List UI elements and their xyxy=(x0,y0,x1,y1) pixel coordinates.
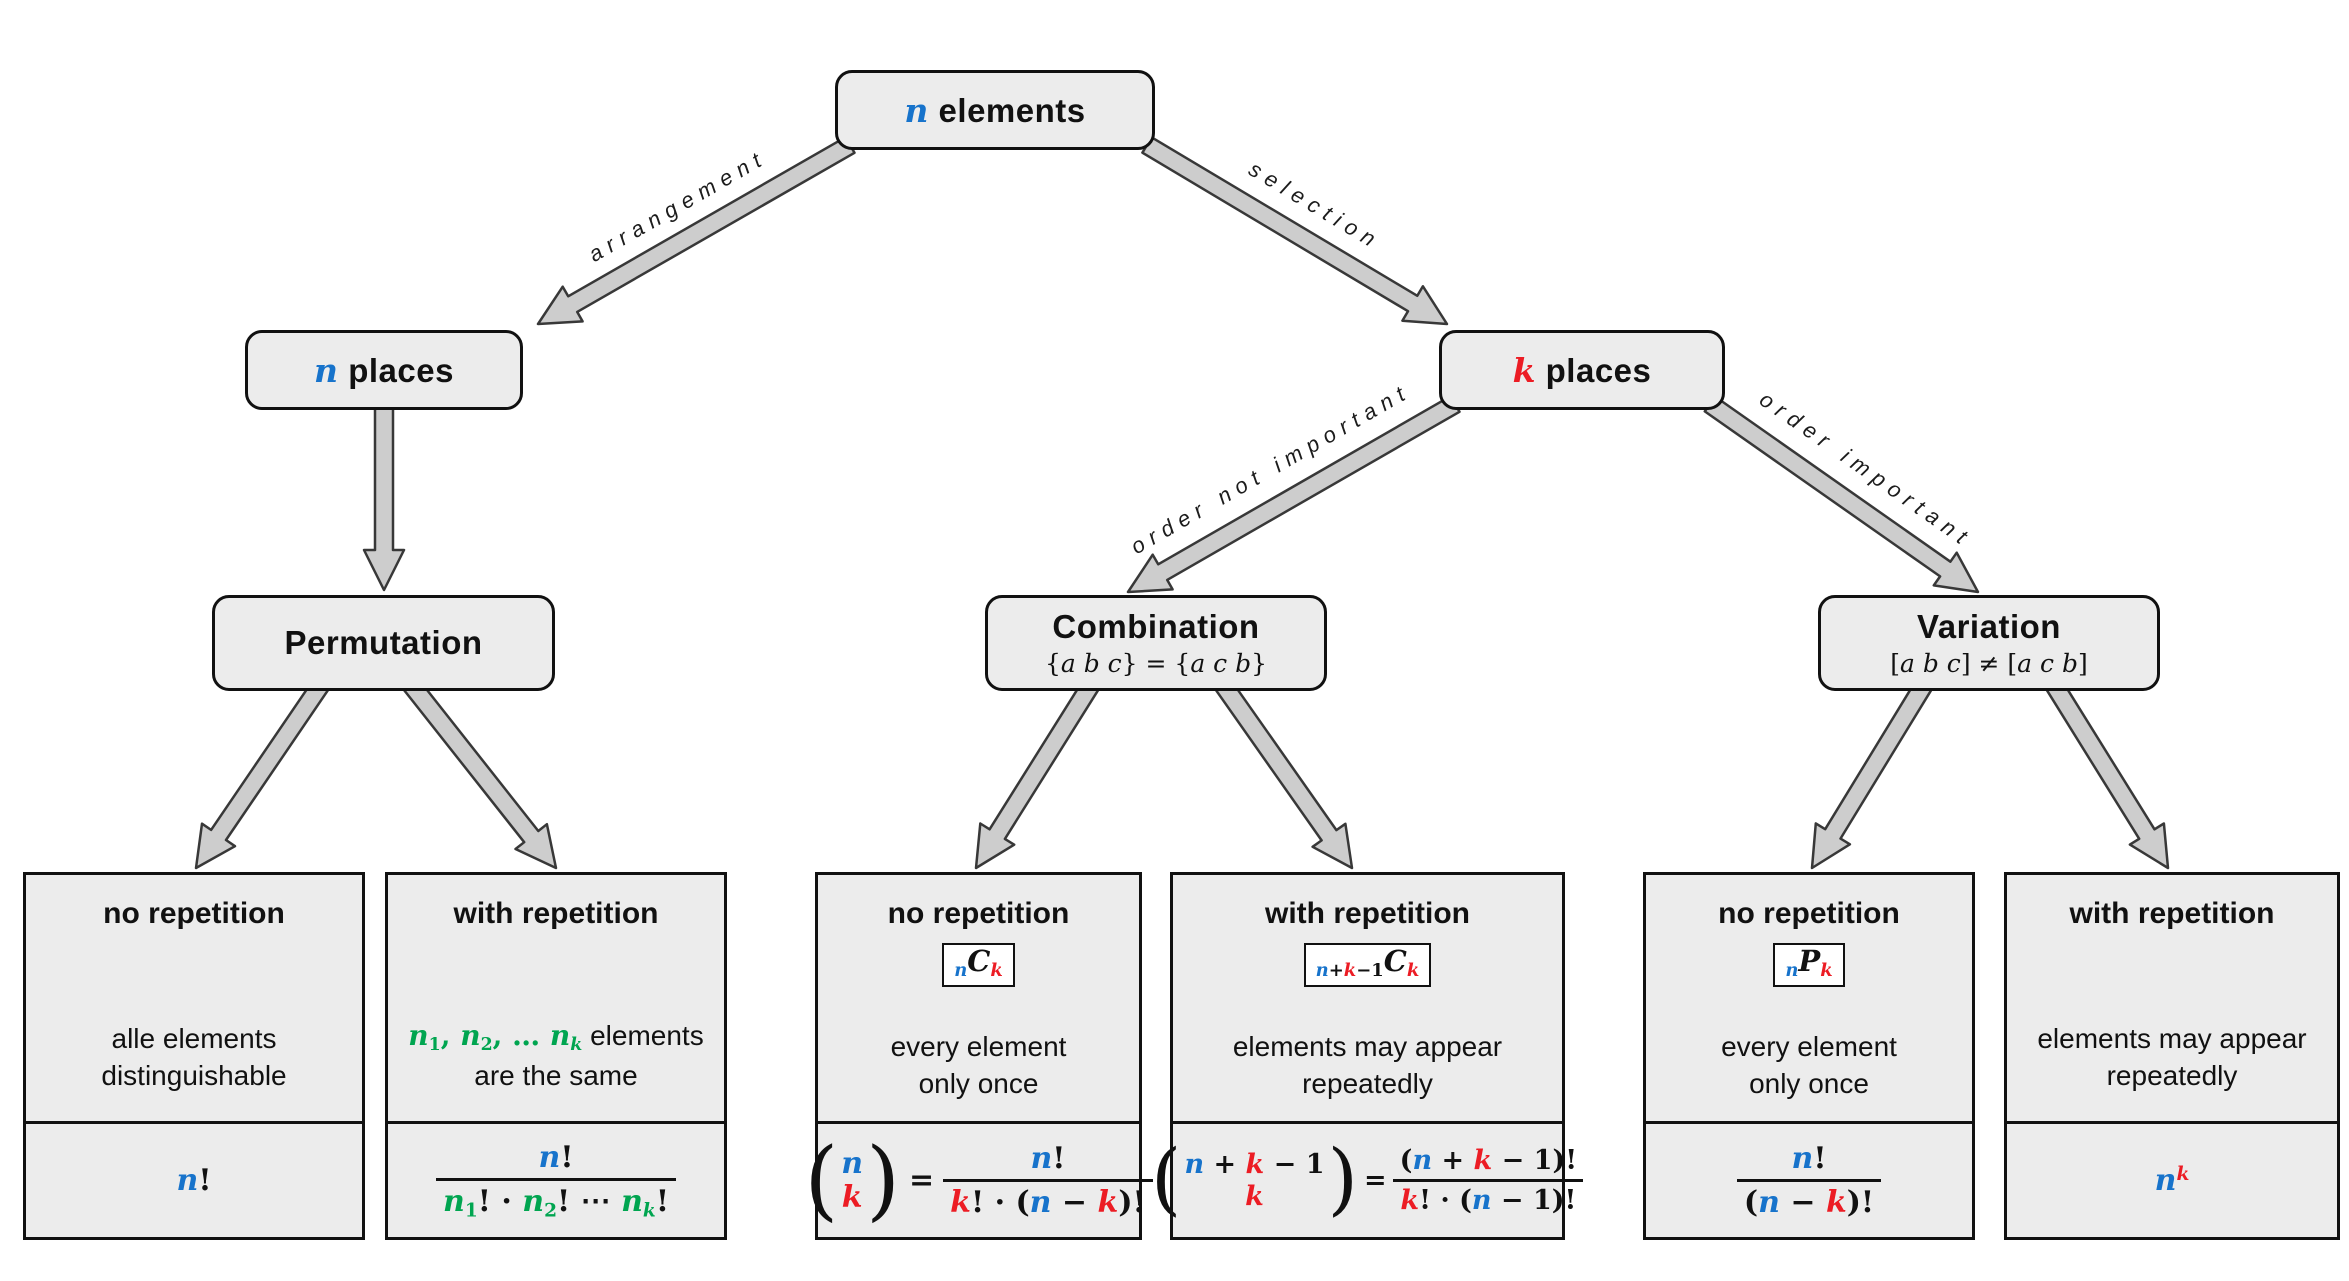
card-permutation-no-repetition: no repetition alle elements distinguisha… xyxy=(23,872,365,1240)
card-description: n1, n2, … nk elements are the same xyxy=(408,1017,703,1095)
node-permutation: Permutation xyxy=(212,595,555,691)
card-description: alle elements distinguishable xyxy=(101,1020,286,1095)
fraction-numerator: n! xyxy=(1030,1141,1066,1176)
formula-n-power-k: nk xyxy=(2007,1121,2337,1237)
arrow-n-elements-to-k-places xyxy=(1141,136,1449,326)
node-variation-label: Variation xyxy=(1917,607,2061,645)
card-title: no repetition xyxy=(887,897,1070,930)
binomial-top: n + k − 1 xyxy=(1184,1149,1325,1181)
formula: nk xyxy=(2154,1163,2190,1198)
notation-badge-nPk: nPk xyxy=(1773,943,1845,987)
arrow-n-elements-to-n-places xyxy=(536,135,856,326)
binomial-top: n xyxy=(841,1145,864,1181)
fraction-denominator: k! · (n − 1)! xyxy=(1393,1179,1584,1216)
card-variation-with-repetition: with repetition elements may appear repe… xyxy=(2004,872,2340,1240)
description-line: n1, n2, … nk elements xyxy=(408,1019,704,1056)
node-combination-label: Combination xyxy=(1052,607,1260,645)
binomial-bottom: k xyxy=(1245,1180,1264,1212)
description-line: are the same xyxy=(474,1060,638,1092)
arrow-variation-to-no-repetition xyxy=(1810,677,1934,870)
card-description: every element only once xyxy=(891,1028,1067,1103)
arrow-combination-to-no-repetition xyxy=(974,676,1101,870)
card-description: elements may appear repeatedly xyxy=(1233,1028,1502,1103)
description-line: only once xyxy=(1749,1068,1869,1100)
node-variation-example: [a b c] ≠ [a c b] xyxy=(1890,648,2088,678)
node-k-places-label: k places xyxy=(1512,350,1652,390)
node-combination: Combination {a b c} = {a c b} xyxy=(985,595,1327,691)
card-combination-with-repetition: with repetition n+k−1Ck elements may app… xyxy=(1151,872,1584,1240)
arrow-variation-to-with-repetition xyxy=(2044,676,2170,870)
description-line: every element xyxy=(1721,1030,1897,1062)
node-n-elements: n elements xyxy=(835,70,1155,150)
description-line: every element xyxy=(890,1030,1067,1062)
card-variation-no-repetition: no repetition nPk every element only onc… xyxy=(1643,872,1975,1240)
fraction: n! k! · (n − k)! xyxy=(943,1141,1153,1220)
description-line: repeatedly xyxy=(1302,1068,1433,1100)
binomial-coefficient: ( n k ) xyxy=(804,1127,901,1230)
equals-sign: = xyxy=(909,1163,935,1198)
arrow-permutation-to-with-repetition xyxy=(401,676,558,870)
formula-binomial-with-repetition: ( n + k − 1 k ) = (n + k − 1)! k! · (n −… xyxy=(1151,1121,1584,1237)
card-title: with repetition xyxy=(2069,897,2275,930)
fraction-numerator: n! xyxy=(1791,1141,1827,1176)
card-title: with repetition xyxy=(1265,897,1470,930)
description-line: repeatedly xyxy=(2106,1060,2238,1092)
node-k-places: k places xyxy=(1439,330,1725,410)
card-description: every element only once xyxy=(1721,1028,1897,1103)
fraction-numerator: n! xyxy=(538,1139,574,1175)
node-variation: Variation [a b c] ≠ [a c b] xyxy=(1818,595,2160,691)
fraction-numerator: (n + k − 1)! xyxy=(1399,1145,1578,1176)
binomial-bottom: k xyxy=(841,1179,863,1215)
notation-badge-n-plus-k-minus-1-Ck: n+k−1Ck xyxy=(1303,943,1432,987)
arrow-k-places-to-variation xyxy=(1703,395,1980,594)
arrow-permutation-to-no-repetition xyxy=(194,676,331,870)
card-title: no repetition xyxy=(1718,897,1900,930)
card-title: no repetition xyxy=(103,897,285,930)
node-combination-example: {a b c} = {a c b} xyxy=(1044,648,1268,678)
description-line: elements may appear xyxy=(1232,1030,1503,1062)
description-line: distinguishable xyxy=(101,1060,287,1092)
equals-sign: = xyxy=(1364,1165,1387,1196)
fraction-denominator: n1! · n2! ⋯ nk! xyxy=(436,1177,676,1221)
arrow-n-places-to-permutation xyxy=(362,405,406,592)
formula-multinomial: n! n1! · n2! ⋯ nk! xyxy=(388,1121,724,1237)
formula: n! xyxy=(176,1163,212,1198)
arrow-k-places-to-combination xyxy=(1126,394,1461,594)
notation-badge-nCk: nCk xyxy=(942,943,1015,987)
card-permutation-with-repetition: with repetition n1, n2, … nk elements ar… xyxy=(385,872,727,1240)
card-combination-no-repetition: no repetition nCk every element only onc… xyxy=(804,872,1153,1240)
fraction-denominator: (n − k)! xyxy=(1736,1179,1882,1220)
fraction: (n + k − 1)! k! · (n − 1)! xyxy=(1393,1145,1584,1216)
fraction: n! n1! · n2! ⋯ nk! xyxy=(436,1140,676,1221)
arrow-combination-to-with-repetition xyxy=(1213,676,1354,870)
formula-falling-factorial: n! (n − k)! xyxy=(1646,1121,1972,1237)
description-line: elements may appear xyxy=(2037,1022,2307,1054)
node-n-places: n places xyxy=(245,330,523,410)
binomial-coefficient: ( n + k − 1 k ) xyxy=(1150,1132,1359,1224)
card-description: elements may appear repeatedly xyxy=(2037,1020,2306,1095)
fraction-denominator: k! · (n − k)! xyxy=(943,1179,1153,1220)
node-n-places-label: n places xyxy=(314,350,454,390)
description-line: only once xyxy=(918,1068,1039,1100)
fraction: n! (n − k)! xyxy=(1736,1141,1882,1220)
formula-n-factorial: n! xyxy=(26,1121,362,1237)
node-permutation-label: Permutation xyxy=(284,624,483,661)
card-title: with repetition xyxy=(453,897,659,930)
description-line: alle elements xyxy=(111,1022,277,1054)
formula-binomial: ( n k ) = n! k! · (n − k)! xyxy=(804,1121,1153,1237)
node-n-elements-label: n elements xyxy=(904,90,1086,130)
